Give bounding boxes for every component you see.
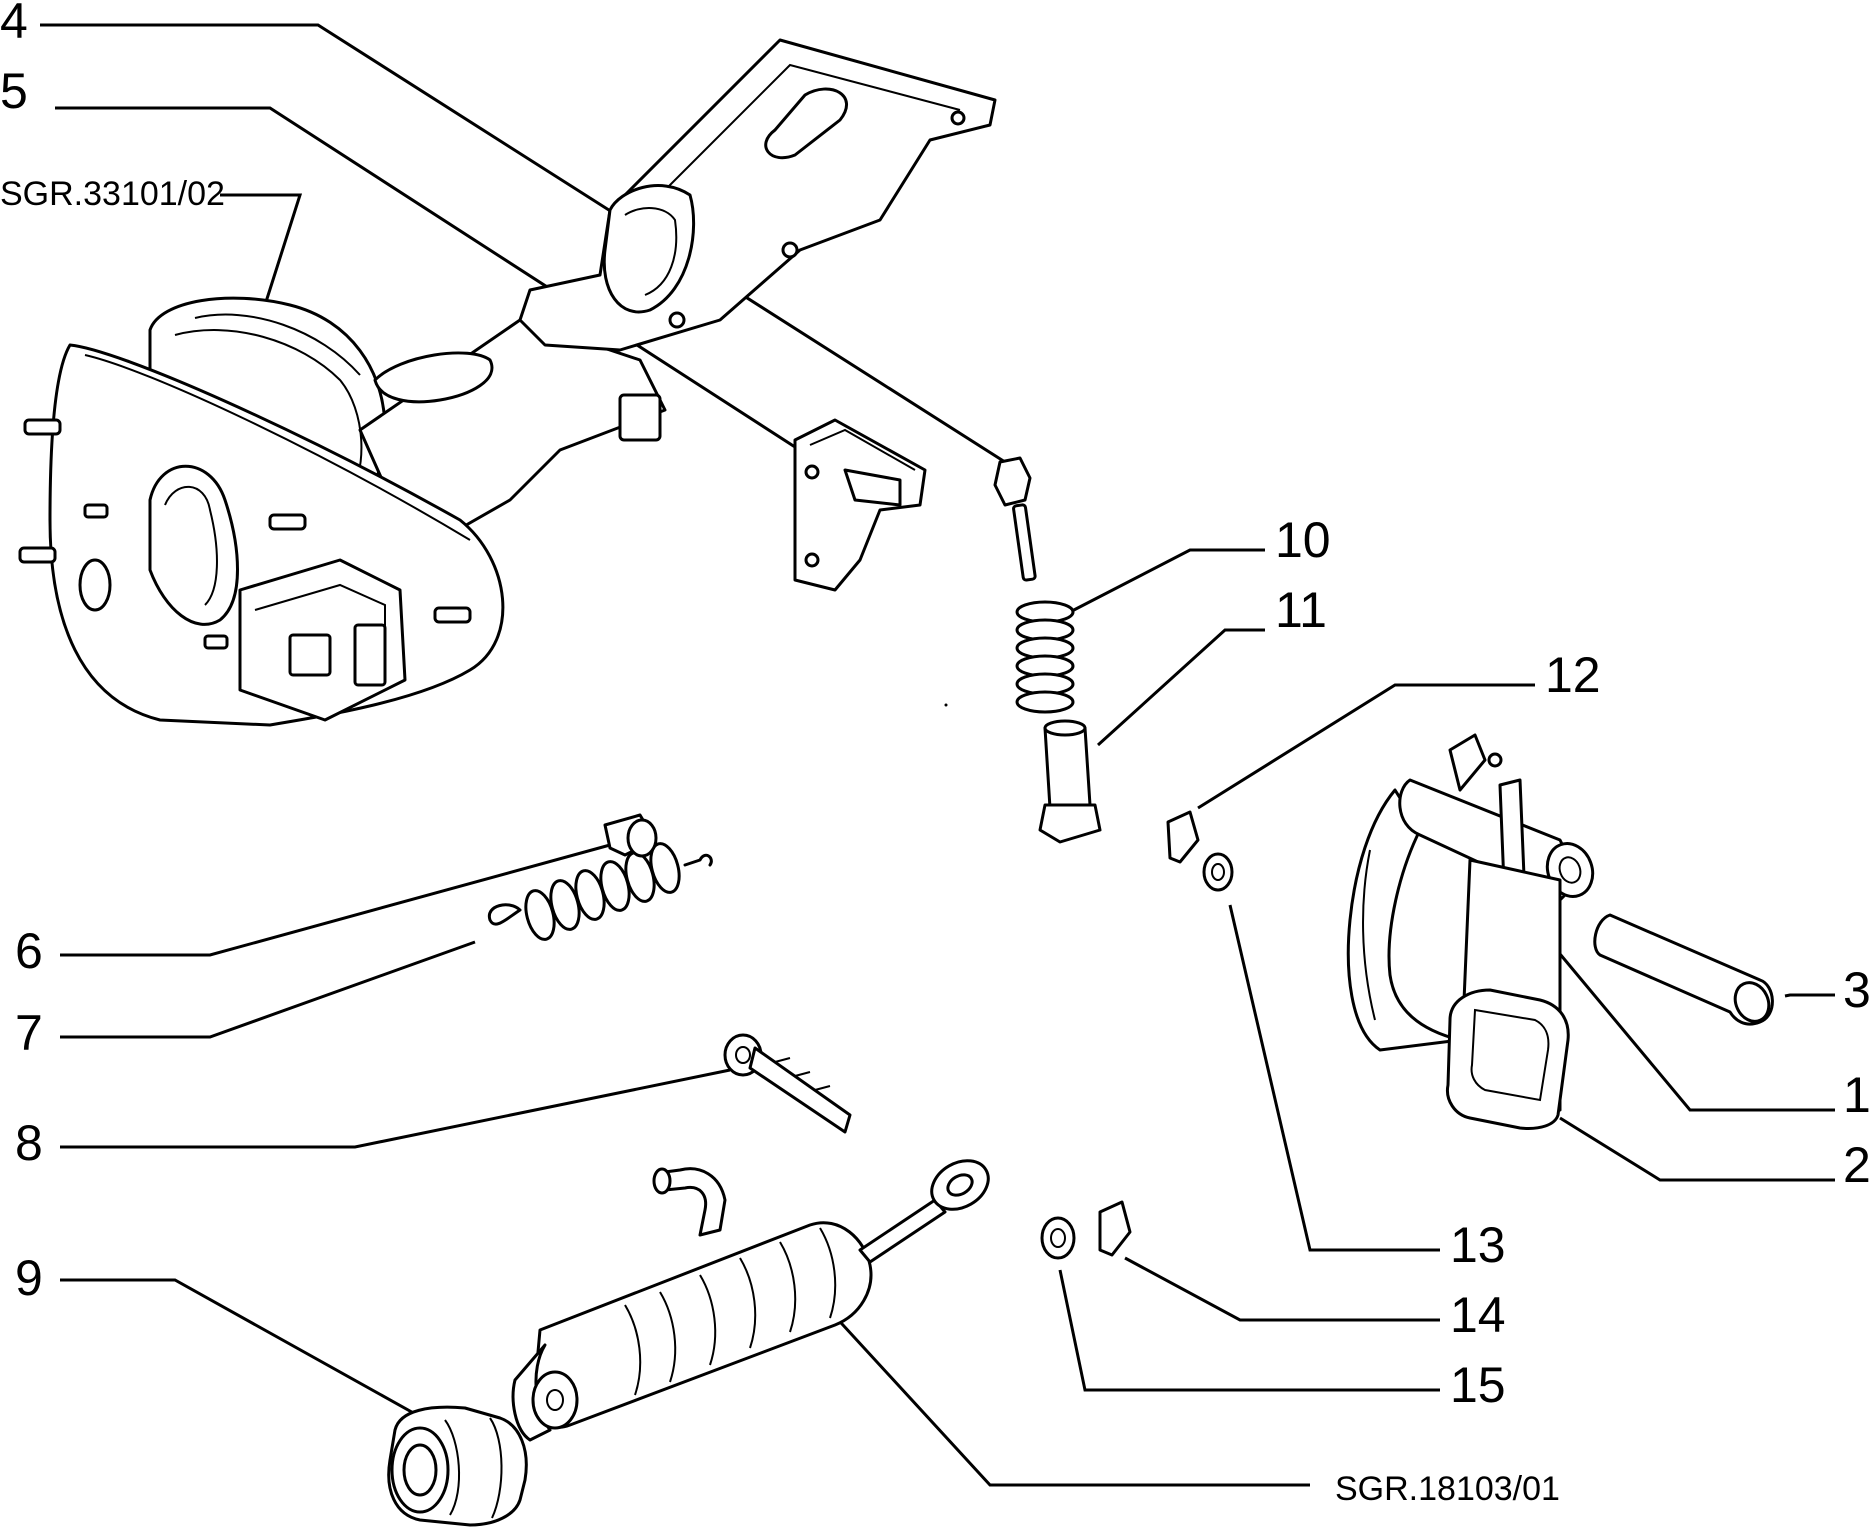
leader-booster <box>220 193 303 306</box>
pushrod-assembly <box>993 456 1102 844</box>
callout-6: 6 <box>15 923 43 979</box>
callout-11: 11 <box>1275 582 1327 638</box>
clip-part-14 <box>1098 1200 1132 1257</box>
leader-lines <box>40 23 1835 1487</box>
leader-2 <box>1559 1116 1835 1182</box>
callout-12: 12 <box>1545 647 1601 703</box>
leader-13 <box>1228 904 1440 1252</box>
brake-pedal-assembly <box>1166 733 1774 1130</box>
small-bracket-part-5 <box>793 418 927 592</box>
leader-3 <box>1784 993 1835 998</box>
callout-13: 13 <box>1450 1217 1506 1273</box>
brake-booster-assembly <box>18 296 667 727</box>
callout-4: 4 <box>0 0 28 49</box>
callout-9: 9 <box>15 1250 43 1306</box>
leader-10 <box>1069 548 1265 614</box>
ref-label-master-cylinder: SGR.18103/01 <box>1335 1470 1560 1508</box>
ref-label-booster: SGR.33101/02 <box>0 175 225 213</box>
master-cylinder-assembly <box>511 1159 990 1442</box>
callout-10: 10 <box>1275 512 1331 568</box>
callout-7: 7 <box>15 1005 43 1061</box>
leader-12 <box>1197 683 1535 810</box>
stray-dot <box>944 703 948 707</box>
leader-15 <box>1058 1269 1440 1392</box>
leader-6 <box>60 843 611 957</box>
leader-4 <box>40 23 1006 464</box>
leader-14 <box>1124 1256 1440 1322</box>
bushing-part-6 <box>603 813 658 858</box>
callout-2: 2 <box>1843 1137 1871 1193</box>
callout-5: 5 <box>0 63 28 119</box>
leader-7 <box>60 940 476 1039</box>
washer-part-15 <box>1040 1216 1076 1260</box>
bolt-part-8 <box>723 1033 852 1134</box>
spring-part-10 <box>1015 600 1075 714</box>
rubber-bushing-part-9 <box>387 1405 528 1527</box>
callout-1: 1 <box>1843 1067 1871 1123</box>
leader-11 <box>1096 628 1265 747</box>
leader-master-cylinder <box>818 1298 1310 1487</box>
leader-8 <box>60 1068 731 1149</box>
leader-1 <box>1528 917 1835 1112</box>
callout-8: 8 <box>15 1115 43 1171</box>
leader-9 <box>60 1278 436 1427</box>
pedal-support-bracket <box>518 38 997 352</box>
callout-3: 3 <box>1843 962 1871 1018</box>
return-spring-part-7 <box>487 842 713 941</box>
callout-15: 15 <box>1450 1357 1506 1413</box>
callout-14: 14 <box>1450 1287 1506 1343</box>
